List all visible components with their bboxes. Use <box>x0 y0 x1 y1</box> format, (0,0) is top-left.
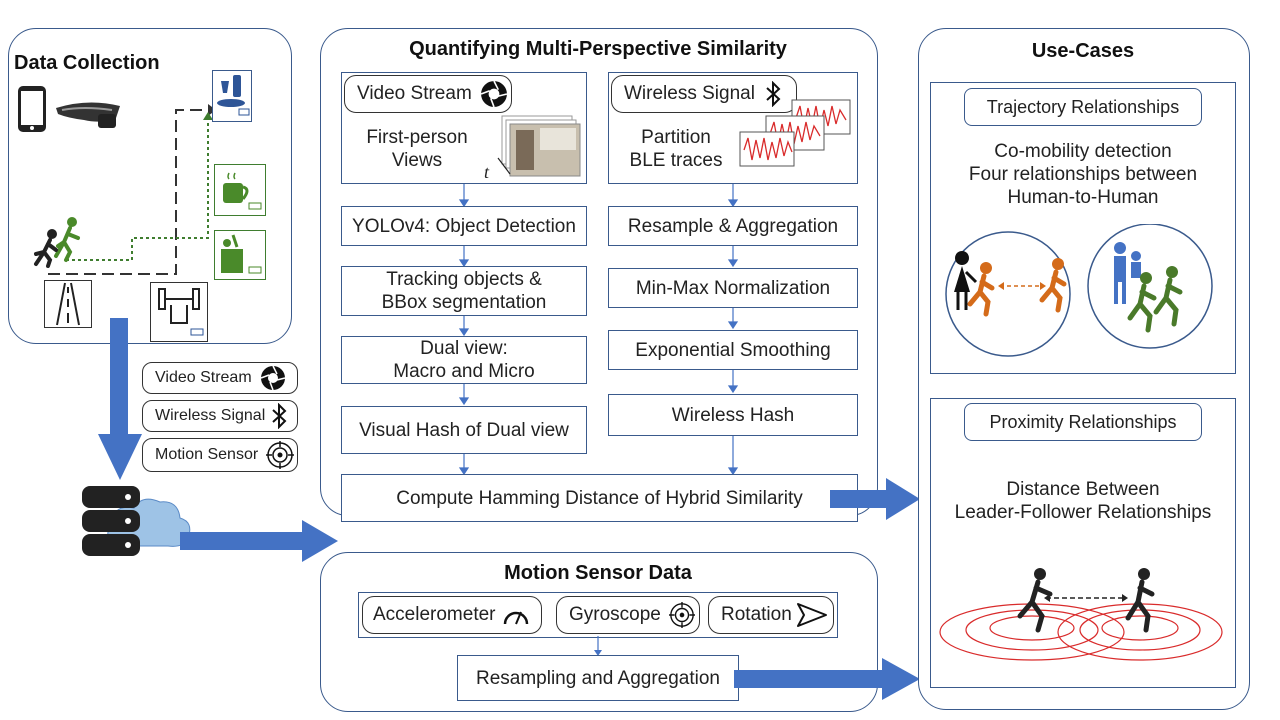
video-stream-pill: Video Stream <box>344 75 512 113</box>
step-wireless-hash-label: Wireless Hash <box>671 404 795 426</box>
legend-video-stream-label: Video Stream <box>155 369 252 386</box>
leader-follower-illustration <box>939 568 1223 661</box>
gyroscope-icon <box>668 602 695 628</box>
similarity-connectors <box>458 184 739 476</box>
wireless-signal-label: Wireless Signal <box>624 83 755 104</box>
bluetooth-icon <box>766 81 781 107</box>
gyroscope-icon <box>266 441 295 469</box>
sensor-accelerometer-label: Accelerometer <box>373 604 496 625</box>
motion-connector <box>594 636 602 656</box>
step-resample-aggregation: Resample & Aggregation <box>608 206 858 246</box>
trajectory-description: Co-mobility detection Four relationships… <box>968 141 1198 208</box>
road-icon <box>44 280 92 328</box>
ble-traces-label: Partition BLE traces <box>629 127 723 171</box>
step-wireless-hash: Wireless Hash <box>608 394 858 436</box>
similarity-title: Quantifying Multi-Perspective Similarity <box>409 38 787 60</box>
database-to-similarity-arrow <box>180 520 338 562</box>
restaurant-location-icon <box>212 70 252 122</box>
camera-shutter-icon <box>260 365 285 391</box>
step-visual-hash-label: Visual Hash of Dual view <box>359 419 569 441</box>
database-cloud-icon <box>82 486 191 556</box>
step-resampling-aggregation-label: Resampling and Aggregation <box>475 667 720 689</box>
proximity-section <box>930 398 1236 688</box>
step-visual-hash: Visual Hash of Dual view <box>341 406 587 454</box>
step-object-detection-label: YOLOv4: Object Detection <box>352 215 576 237</box>
step-tracking-objects: Tracking objects & BBox segmentation <box>341 266 587 316</box>
ble-signal-traces <box>739 99 851 167</box>
camera-shutter-icon <box>480 80 507 108</box>
grocery-location-icon <box>214 230 266 280</box>
first-person-views-label: First-person Views <box>366 127 468 171</box>
wireless-signal-pill: Wireless Signal <box>611 75 797 113</box>
bluetooth-icon <box>272 403 287 429</box>
motion-to-usecases-arrow <box>734 658 920 700</box>
step-exponential-smoothing-label: Exponential Smoothing <box>635 339 831 361</box>
rotation-arrow-icon <box>796 603 827 627</box>
smart-glasses-icon <box>56 102 120 128</box>
trajectory-label: Trajectory Relationships <box>986 96 1180 117</box>
data-collection-title: Data Collection <box>14 52 160 74</box>
sensor-rotation-label: Rotation <box>721 604 792 625</box>
step-dual-view: Dual view: Macro and Micro <box>341 336 587 384</box>
similarity-to-usecases-arrow <box>830 478 920 520</box>
step-min-max-normalization-label: Min-Max Normalization <box>635 277 831 299</box>
legend-motion-sensor: Motion Sensor <box>142 438 298 472</box>
speedometer-icon <box>503 611 528 625</box>
legend-motion-sensor-label: Motion Sensor <box>155 446 259 463</box>
step-dual-view-label: Dual view: Macro and Micro <box>393 338 535 382</box>
collection-down-arrow <box>98 318 142 480</box>
smartphone-icon <box>18 86 46 132</box>
sensor-gyroscope-label: Gyroscope <box>569 604 661 625</box>
trajectory-label-box: Trajectory Relationships <box>964 88 1202 126</box>
legend-wireless-signal: Wireless Signal <box>142 400 298 432</box>
step-min-max-normalization: Min-Max Normalization <box>608 268 858 308</box>
co-mobility-illustration <box>945 224 1213 357</box>
step-resample-aggregation-label: Resample & Aggregation <box>627 215 839 237</box>
time-label: t <box>484 162 490 182</box>
gym-location-icon <box>150 282 208 342</box>
cafe-location-icon <box>214 164 266 216</box>
proximity-label: Proximity Relationships <box>989 411 1177 432</box>
video-frames-stack <box>497 115 581 177</box>
sensor-accelerometer: Accelerometer <box>362 596 542 634</box>
step-hamming-distance: Compute Hamming Distance of Hybrid Simil… <box>341 474 858 522</box>
step-tracking-objects-label: Tracking objects & BBox segmentation <box>381 269 547 313</box>
legend-wireless-signal-label: Wireless Signal <box>155 407 266 424</box>
legend-video-stream: Video Stream <box>142 362 298 394</box>
step-resampling-aggregation: Resampling and Aggregation <box>457 655 739 701</box>
sensor-rotation: Rotation <box>708 596 834 634</box>
step-hamming-distance-label: Compute Hamming Distance of Hybrid Simil… <box>396 487 803 509</box>
proximity-label-box: Proximity Relationships <box>964 403 1202 441</box>
proximity-description: Distance Between Leader-Follower Relatio… <box>954 479 1212 523</box>
people-walking-icon <box>34 217 80 268</box>
use-cases-title: Use-Cases <box>1031 40 1135 62</box>
sensor-gyroscope: Gyroscope <box>556 596 700 634</box>
motion-sensor-title: Motion Sensor Data <box>504 562 692 584</box>
video-stream-label: Video Stream <box>357 83 472 104</box>
step-object-detection: YOLOv4: Object Detection <box>341 206 587 246</box>
step-exponential-smoothing: Exponential Smoothing <box>608 330 858 370</box>
